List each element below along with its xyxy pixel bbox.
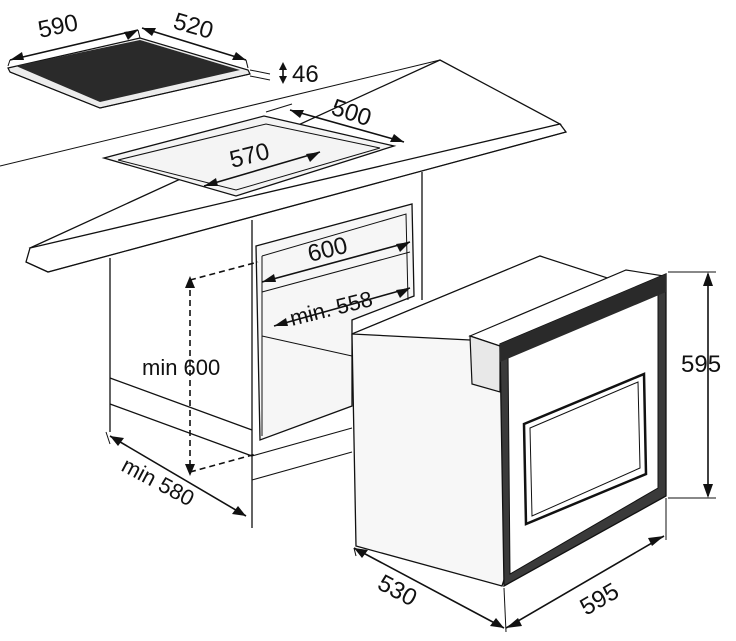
oven-height-label: 595 [681,351,721,378]
niche-opening [255,203,415,441]
cabinet [109,172,423,528]
niche-min-depth-label: min 580 [118,452,199,511]
oven [351,255,667,588]
oven-depth-label: 530 [373,569,421,612]
cutout-width-dimension: 570 [203,138,321,187]
hob-height-dimension: 46 [249,61,319,88]
hob-width-label: 590 [36,9,81,44]
oven-width-label: 595 [576,578,624,621]
hob-height-label: 46 [292,61,319,88]
hob-glass-top [16,40,240,102]
niche-min-depth-dimension: min 580 [105,431,247,517]
niche-min-height-dimension: min 600 [142,261,259,476]
oven-height-dimension: 595 [668,271,721,499]
hob-depth-dimension: 520 [141,8,249,69]
niche-min-height-label: min 600 [142,355,220,380]
hob [7,37,251,109]
